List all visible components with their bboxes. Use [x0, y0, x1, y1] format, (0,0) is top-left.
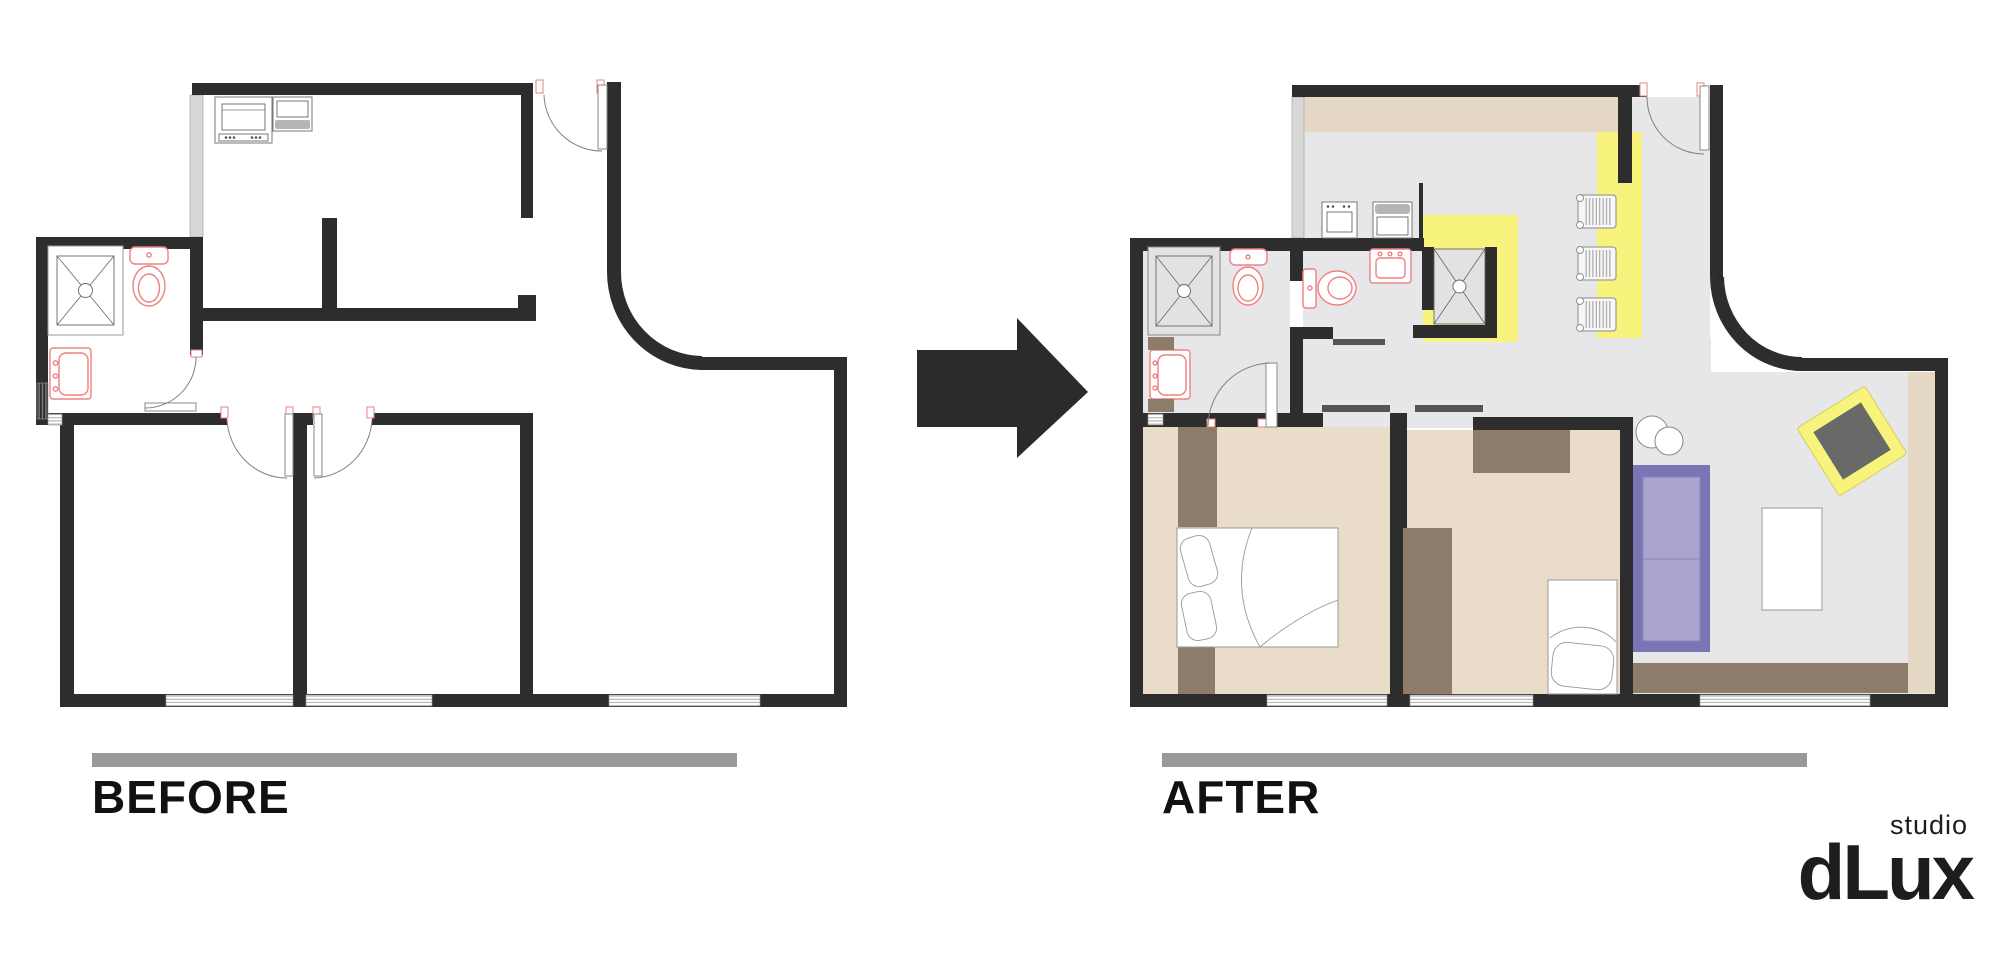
wardrobe: [1178, 427, 1217, 527]
door-leaf: [313, 413, 323, 477]
door-leaf: [1699, 85, 1710, 151]
refrigerator-icon: [272, 96, 313, 132]
door-arc: [1207, 362, 1272, 427]
bathroom-door: [144, 349, 203, 412]
washing-machine-icon: [1372, 201, 1413, 239]
window: [1699, 694, 1871, 707]
wardrobe: [1403, 528, 1452, 694]
curved-wall: [607, 271, 703, 370]
stove-icon: [214, 96, 273, 144]
washbasin-icon: [1149, 349, 1191, 400]
before-floor-plan: [36, 79, 847, 707]
pillow: [1550, 641, 1615, 691]
bidet-washbasin-icon: [1369, 248, 1412, 284]
door-leaf: [597, 84, 608, 150]
bathroom-shelf: [1148, 337, 1174, 350]
sliding-door: [1322, 405, 1390, 412]
after-label: AFTER: [1162, 771, 1321, 823]
tv-console: [1633, 663, 1908, 693]
before-underline-bar: [92, 753, 737, 767]
after-windows: [1147, 413, 1871, 707]
shower-icon: [1433, 248, 1486, 325]
window: [1147, 413, 1164, 426]
door-leaf: [1265, 362, 1278, 428]
door-arc: [313, 419, 373, 479]
after-underline-bar: [1162, 753, 1807, 767]
lounge-chair: [1797, 386, 1907, 496]
light-partition-wall: [189, 94, 204, 238]
door-leaf: [144, 402, 197, 412]
door-arc: [144, 356, 197, 409]
after-floor-plan: [1130, 82, 1948, 707]
balcony-counter: [1304, 97, 1618, 132]
bar-stool-icon: [1576, 297, 1617, 332]
sliding-door: [1333, 339, 1385, 345]
console-shelf: [1908, 372, 1935, 693]
washbasin-icon: [49, 347, 92, 400]
entry-door: [535, 79, 608, 152]
before-label: BEFORE: [92, 771, 290, 823]
wardrobe: [1473, 430, 1570, 473]
side-table: [1654, 426, 1684, 456]
window: [608, 694, 761, 707]
single-bed: [1547, 579, 1618, 695]
bathroom-shelf: [1148, 399, 1174, 412]
sofa: [1633, 465, 1710, 652]
coffee-table: [1761, 507, 1823, 611]
door-hinge: [535, 79, 544, 94]
wardrobe: [1178, 647, 1215, 694]
window: [1409, 694, 1534, 707]
door-arc: [226, 419, 288, 479]
double-bed: [1176, 527, 1339, 648]
window: [47, 413, 63, 426]
shower-icon: [47, 245, 124, 336]
studio-dlux-logo: studio dLux: [1797, 810, 1975, 916]
door-leaf: [284, 413, 294, 477]
bedroom-doors: [220, 406, 375, 479]
light-partition-wall: [1291, 96, 1305, 239]
window: [305, 694, 433, 707]
bar-stool-icon: [1576, 194, 1617, 229]
bathroom-door: [1206, 362, 1278, 428]
door-arc: [1646, 96, 1705, 155]
door-arc: [543, 94, 603, 152]
window: [36, 382, 49, 420]
appliance-shadow: [275, 120, 310, 129]
entry-door: [1639, 82, 1710, 155]
before-windows: [36, 382, 761, 707]
blanket-fold: [1549, 626, 1617, 643]
door-hinge: [1639, 82, 1648, 97]
toilet-icon: [1302, 268, 1357, 309]
logo-brand-text: dLux: [1797, 828, 1975, 916]
arrow-right-icon: [917, 318, 1088, 458]
toilet-icon: [129, 246, 169, 307]
window: [1266, 694, 1388, 707]
shower-icon: [1147, 246, 1221, 336]
curved-wall: [1710, 276, 1803, 371]
pillow: [1179, 534, 1219, 588]
logo-studio-text: studio: [1889, 810, 1968, 840]
bar-stool-icon: [1576, 246, 1617, 281]
pillow: [1180, 591, 1218, 641]
blanket-fold: [1259, 599, 1339, 648]
window: [165, 694, 294, 707]
toilet-icon: [1229, 248, 1268, 306]
door-hinge: [190, 349, 203, 358]
oven-icon: [1321, 201, 1358, 239]
sliding-door: [1415, 405, 1483, 412]
blanket-fold: [1241, 527, 1261, 648]
before-walls: [36, 82, 847, 707]
